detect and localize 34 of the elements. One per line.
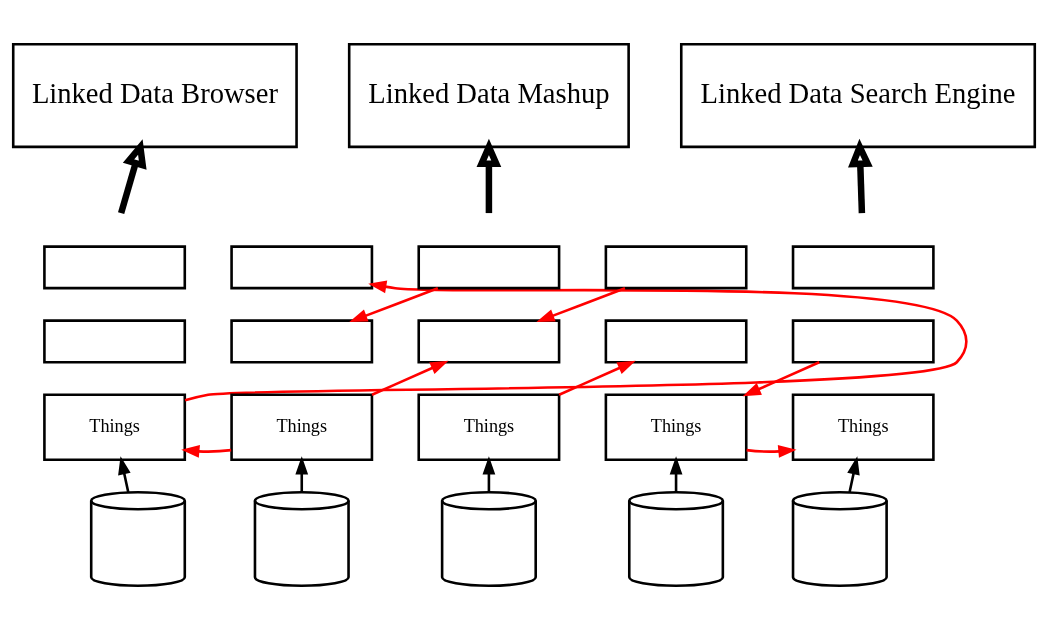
node-box: Linked Data Mashup [347, 42, 630, 148]
arrow [746, 444, 797, 458]
node-box [43, 244, 187, 289]
node-box [604, 318, 748, 364]
node-box: Things [43, 392, 187, 461]
arrow [295, 455, 309, 492]
arrow [669, 455, 683, 492]
node-box [417, 318, 561, 364]
node-box [604, 244, 748, 289]
arrow [118, 138, 147, 214]
arrow [349, 286, 439, 322]
node-box [791, 244, 935, 289]
node-box [230, 318, 374, 364]
node-box [230, 244, 374, 289]
node-box: Linked Data Browser [11, 42, 298, 148]
arrow [371, 360, 449, 396]
arrow [847, 455, 860, 492]
node-box [417, 244, 561, 289]
node-box: Things [230, 392, 374, 461]
arrow [558, 360, 636, 396]
arrow [476, 138, 502, 213]
node-box [791, 318, 935, 364]
arrow [482, 455, 496, 492]
arrow [742, 360, 820, 396]
node-box: Things [604, 392, 748, 461]
node-box: Things [417, 392, 561, 461]
node-box [43, 318, 187, 364]
arrow [536, 286, 626, 322]
arrow [118, 455, 131, 492]
arrow [848, 138, 873, 213]
arrow [184, 280, 968, 401]
node-box: Things [791, 392, 935, 461]
node-box: Linked Data Search Engine [679, 42, 1037, 148]
arrow [181, 444, 232, 458]
